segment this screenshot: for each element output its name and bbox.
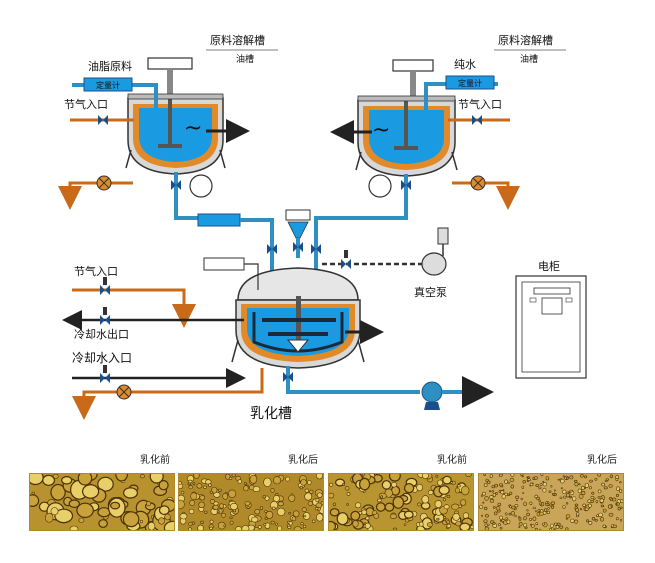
left-dissolving-tank: ~ — [125, 57, 250, 198]
cooling-out-label: 冷却水出口 — [74, 327, 129, 341]
right-tank-subtitle: 油槽 — [520, 53, 538, 65]
discharge-pump — [421, 381, 443, 410]
cooling-in-label: 冷却水入口 — [72, 351, 132, 365]
right-tank-title: 原料溶解槽 — [498, 33, 553, 47]
micrograph-before-2 — [328, 473, 474, 531]
left-steam-label: 节气入口 — [64, 97, 108, 111]
cabinet-label: 电柜 — [538, 260, 560, 273]
micrograph-label-2: 乳化后 — [288, 455, 318, 466]
micrograph-after-2 — [478, 473, 624, 531]
control-cabinet — [515, 275, 587, 379]
left-tank-title: 原料溶解槽 — [210, 33, 265, 47]
left-feed-label: 油脂原料 — [88, 59, 132, 73]
right-dissolving-tank: ~ — [330, 59, 458, 198]
left-tank-subtitle: 油槽 — [236, 53, 254, 65]
right-feed-label: 纯水 — [454, 58, 476, 71]
right-steam-label: 节气入口 — [458, 97, 502, 111]
micrograph-label-4: 乳化后 — [587, 455, 617, 466]
right-meter-label: 定量计 — [458, 78, 482, 88]
emulsifying-tank — [231, 209, 384, 369]
emulsifier-title: 乳化槽 — [250, 406, 292, 422]
left-meter-label: 定量计 — [96, 80, 120, 90]
vacuum-pump — [421, 227, 449, 276]
svg-text:~: ~ — [184, 116, 202, 141]
svg-text:~: ~ — [372, 118, 390, 143]
vacuum-pump-label: 真空泵 — [414, 285, 447, 299]
emul-steam-label: 节气入口 — [74, 264, 118, 278]
micrograph-label-1: 乳化前 — [140, 455, 170, 466]
micrograph-after-1 — [178, 473, 324, 531]
micrograph-before-1 — [29, 473, 175, 531]
micrograph-label-3: 乳化前 — [437, 455, 467, 466]
